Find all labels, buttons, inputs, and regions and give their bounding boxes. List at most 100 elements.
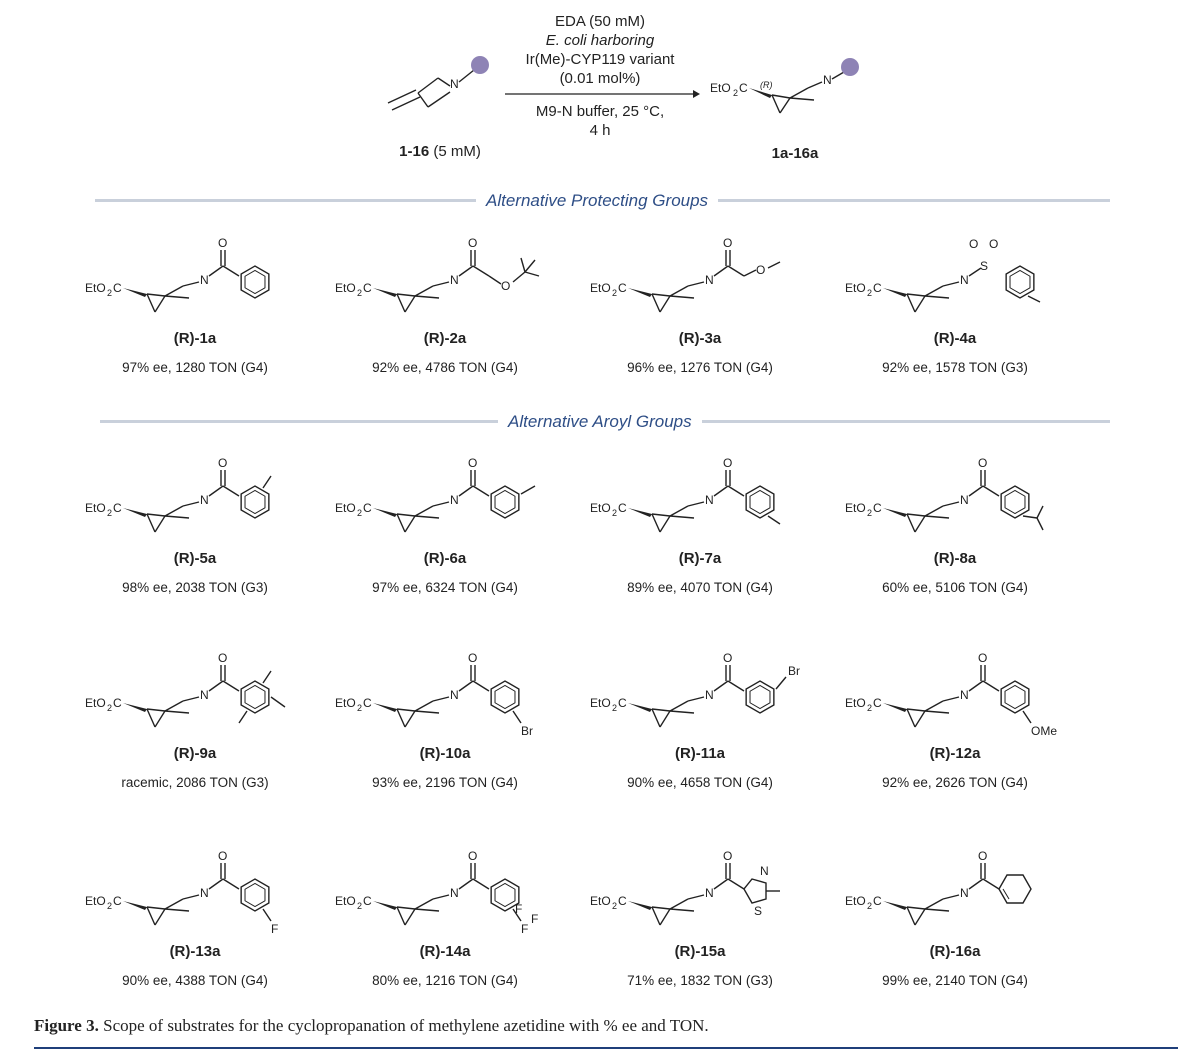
compound-result: 80% ee, 1216 TON (G4) xyxy=(372,973,518,988)
svg-text:N: N xyxy=(200,886,209,900)
svg-text:N: N xyxy=(960,273,969,287)
svg-text:C: C xyxy=(363,696,372,710)
compound-id: (R)-2a xyxy=(423,330,467,347)
svg-text:N: N xyxy=(823,73,832,87)
section-title-aroyl-groups: Alternative Aroyl Groups xyxy=(498,412,702,432)
compound-result: 98% ee, 2038 TON (G3) xyxy=(122,580,268,595)
svg-text:C: C xyxy=(618,894,627,908)
svg-text:O: O xyxy=(978,456,987,470)
starting-material-label: 1-16 (5 mM) xyxy=(399,143,481,160)
compound-result: 92% ee, 4786 TON (G4) xyxy=(372,360,518,375)
svg-text:C: C xyxy=(873,696,882,710)
svg-text:N: N xyxy=(450,493,459,507)
svg-text:F: F xyxy=(515,902,522,916)
svg-text:2: 2 xyxy=(867,901,872,911)
svg-text:2: 2 xyxy=(107,508,112,518)
svg-text:2: 2 xyxy=(612,288,617,298)
svg-text:EtO: EtO xyxy=(845,696,866,710)
compound-id: (R)-11a xyxy=(674,745,726,762)
reagents-below-arrow: M9-N buffer, 25 °C, 4 h xyxy=(535,103,665,139)
svg-text:O: O xyxy=(969,237,978,251)
svg-text:N: N xyxy=(960,886,969,900)
svg-text:2: 2 xyxy=(357,508,362,518)
svg-text:2: 2 xyxy=(357,288,362,298)
compound-id: (R)-4a xyxy=(933,330,977,347)
compound-id: (R)-12a xyxy=(929,745,981,762)
svg-text:N: N xyxy=(450,77,459,91)
svg-text:2: 2 xyxy=(612,901,617,911)
svg-text:2: 2 xyxy=(107,703,112,713)
svg-text:C: C xyxy=(363,894,372,908)
svg-text:EtO: EtO xyxy=(590,281,611,295)
svg-text:C: C xyxy=(618,281,627,295)
svg-text:O: O xyxy=(501,279,510,293)
svg-text:O: O xyxy=(978,651,987,665)
svg-text:2: 2 xyxy=(867,703,872,713)
svg-text:O: O xyxy=(218,651,227,665)
svg-text:O: O xyxy=(218,849,227,863)
compound-id: (R)-7a xyxy=(678,550,722,567)
svg-text:EtO: EtO xyxy=(845,894,866,908)
compound-result: 99% ee, 2140 TON (G4) xyxy=(882,973,1028,988)
svg-text:N: N xyxy=(450,273,459,287)
svg-text:EtO: EtO xyxy=(335,894,356,908)
svg-text:N: N xyxy=(200,273,209,287)
compound-result: 60% ee, 5106 TON (G4) xyxy=(882,580,1028,595)
svg-text:N: N xyxy=(960,493,969,507)
svg-text:O: O xyxy=(218,236,227,250)
svg-text:F: F xyxy=(531,912,538,926)
compound-id: (R)-1a xyxy=(173,330,217,347)
compound-result: 96% ee, 1276 TON (G4) xyxy=(627,360,773,375)
svg-text:2: 2 xyxy=(612,703,617,713)
product-structure: EtO 2 C (R) N xyxy=(710,58,859,114)
compound-result: 92% ee, 1578 TON (G3) xyxy=(882,360,1028,375)
svg-text:C: C xyxy=(113,894,122,908)
svg-text:EtO: EtO xyxy=(590,894,611,908)
compound-id: (R)-9a xyxy=(173,745,217,762)
svg-text:C: C xyxy=(113,281,122,295)
reagents-above-arrow: EDA (50 mM) E. coli harboring Ir(Me)-CYP… xyxy=(525,13,675,87)
svg-text:N: N xyxy=(705,273,714,287)
svg-text:N: N xyxy=(450,886,459,900)
svg-text:C: C xyxy=(618,501,627,515)
compound-result: 71% ee, 1832 TON (G3) xyxy=(627,973,773,988)
reaction-arrow xyxy=(505,90,700,98)
svg-text:O: O xyxy=(989,237,998,251)
svg-text:EtO: EtO xyxy=(710,81,731,95)
svg-text:2: 2 xyxy=(107,901,112,911)
figure-caption: Figure 3. Scope of substrates for the cy… xyxy=(34,1016,709,1035)
compound-id: (R)-16a xyxy=(929,943,981,960)
svg-text:S: S xyxy=(980,259,988,273)
svg-text:EtO: EtO xyxy=(335,501,356,515)
svg-text:C: C xyxy=(873,894,882,908)
svg-text:EtO: EtO xyxy=(845,501,866,515)
svg-text:2: 2 xyxy=(867,288,872,298)
svg-text:N: N xyxy=(705,688,714,702)
section-title-protecting-groups: Alternative Protecting Groups xyxy=(476,191,719,211)
svg-text:N: N xyxy=(760,864,769,878)
svg-text:N: N xyxy=(705,493,714,507)
